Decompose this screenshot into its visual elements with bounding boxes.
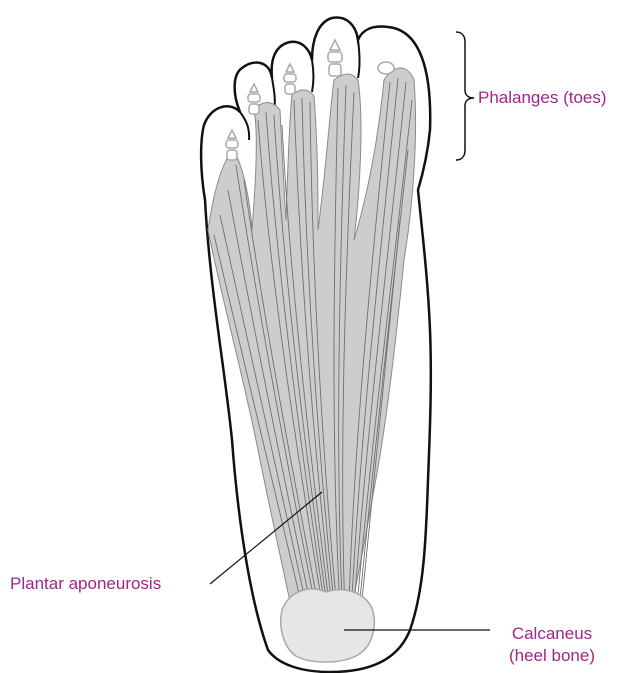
- calcaneus-label-line1: Calcaneus: [492, 623, 612, 645]
- calcaneus-label: Calcaneus (heel bone): [492, 623, 612, 667]
- calcaneus-bone: [281, 589, 375, 662]
- phalanges-label: Phalanges (toes): [478, 87, 607, 109]
- plantar-aponeurosis-label: Plantar aponeurosis: [10, 573, 161, 595]
- calcaneus-label-line2: (heel bone): [492, 645, 612, 667]
- phalanges-bracket: [456, 32, 474, 160]
